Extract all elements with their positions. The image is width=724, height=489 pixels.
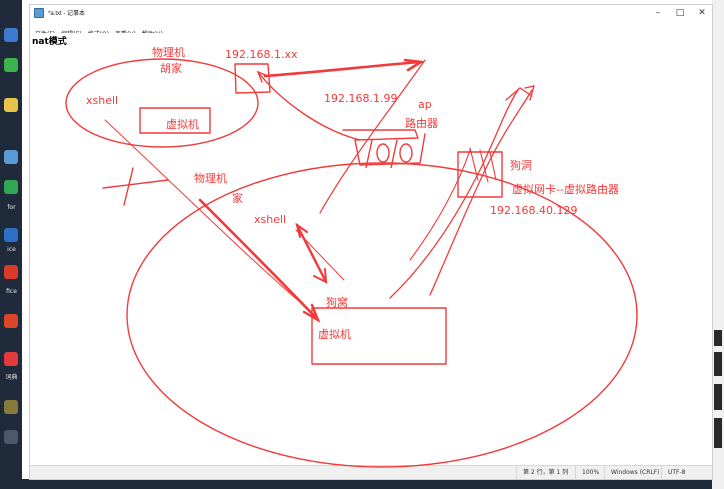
cursor-position: 第 2 行，第 1 列	[516, 466, 574, 480]
gou-dong-label: 狗洞	[510, 159, 532, 172]
router-symbol	[365, 139, 413, 169]
ip-public-label: 192.168.1.xx	[225, 48, 298, 61]
virtual-nic-label: 虚拟网卡--虚拟路由器	[512, 183, 619, 196]
xshell-to-vm-arrow	[198, 198, 320, 322]
physical-machine-1-outline	[65, 58, 259, 148]
edge-mark	[714, 418, 722, 448]
app-icon[interactable]	[4, 28, 18, 42]
physical-machine-1-label: 物理机	[152, 46, 185, 59]
physical-machine-2-outline	[126, 162, 638, 468]
taskbar-label: for	[7, 204, 16, 211]
tunnel-line	[389, 89, 519, 299]
taskbar-label: 词典	[5, 374, 18, 381]
vm-2-label: 虚拟机	[318, 328, 351, 341]
app-icon[interactable]	[4, 180, 18, 194]
taskbar-label: ice	[7, 246, 16, 253]
line-ending: Windows (CRLF)	[604, 466, 660, 480]
minimize-button[interactable]: –	[655, 8, 661, 18]
hujia-label: 胡家	[160, 62, 182, 75]
text-editor[interactable]: nat模式	[30, 33, 712, 465]
arrow-to-internet	[263, 60, 422, 78]
arrow-to-router	[257, 71, 361, 141]
app-icon[interactable]	[4, 98, 18, 112]
cross-line	[123, 167, 134, 206]
edge-mark	[714, 352, 722, 376]
router-box	[342, 129, 426, 166]
tunnel-line	[429, 89, 533, 296]
vm-1-label: 虚拟机	[166, 118, 199, 131]
double-arrow	[295, 223, 328, 284]
app-icon[interactable]	[4, 58, 18, 72]
ap-label: ap	[418, 98, 432, 111]
encoding: UTF-8	[661, 466, 712, 480]
dictionary-icon[interactable]	[4, 352, 18, 366]
vm-2-box	[311, 307, 447, 365]
taskbar: for ice fice 词典	[0, 0, 22, 489]
bottom-edge	[22, 479, 712, 489]
app-icon[interactable]	[4, 265, 18, 279]
vm-1-box	[139, 107, 211, 134]
notepad-icon	[34, 8, 44, 18]
notepad-window: *a.txt - 记事本 – □ ✕ 文件(F)编辑(E)格式(O)查看(V)帮…	[30, 5, 712, 480]
ip-router-label: 192.168.1.99	[324, 92, 398, 105]
xshell-to-vm-line	[104, 119, 316, 316]
edge-mark	[714, 384, 722, 410]
ip-nat-label: 192.168.40.129	[490, 204, 578, 217]
editor-content: nat模式	[32, 37, 67, 47]
cross-line	[102, 179, 169, 189]
status-bar: 第 2 行，第 1 列 100% Windows (CRLF) UTF-8	[30, 465, 712, 480]
right-edge	[712, 0, 724, 489]
edge-mark	[714, 330, 722, 346]
app-icon[interactable]	[4, 228, 18, 242]
physical-machine-2-label: 物理机	[194, 172, 227, 185]
maximize-button[interactable]: □	[675, 8, 685, 18]
ip-box	[234, 63, 271, 94]
xshell-2-label: xshell	[254, 213, 287, 226]
title-bar[interactable]: *a.txt - 记事本 – □ ✕	[30, 5, 712, 21]
app-icon[interactable]	[4, 430, 18, 444]
xshell-1-label: xshell	[86, 94, 119, 107]
app-icon[interactable]	[4, 314, 18, 328]
close-button[interactable]: ✕	[698, 8, 706, 18]
taskbar-label: fice	[6, 288, 17, 295]
gou-wo-label: 狗窝	[326, 296, 348, 309]
router-label: 路由器	[405, 117, 438, 130]
line-to-ap	[319, 59, 426, 214]
zoom-level: 100%	[575, 466, 603, 480]
window-title: *a.txt - 记事本	[48, 11, 86, 17]
jia-label: 家	[232, 192, 243, 205]
app-icon[interactable]	[4, 150, 18, 164]
app-icon[interactable]	[4, 400, 18, 414]
